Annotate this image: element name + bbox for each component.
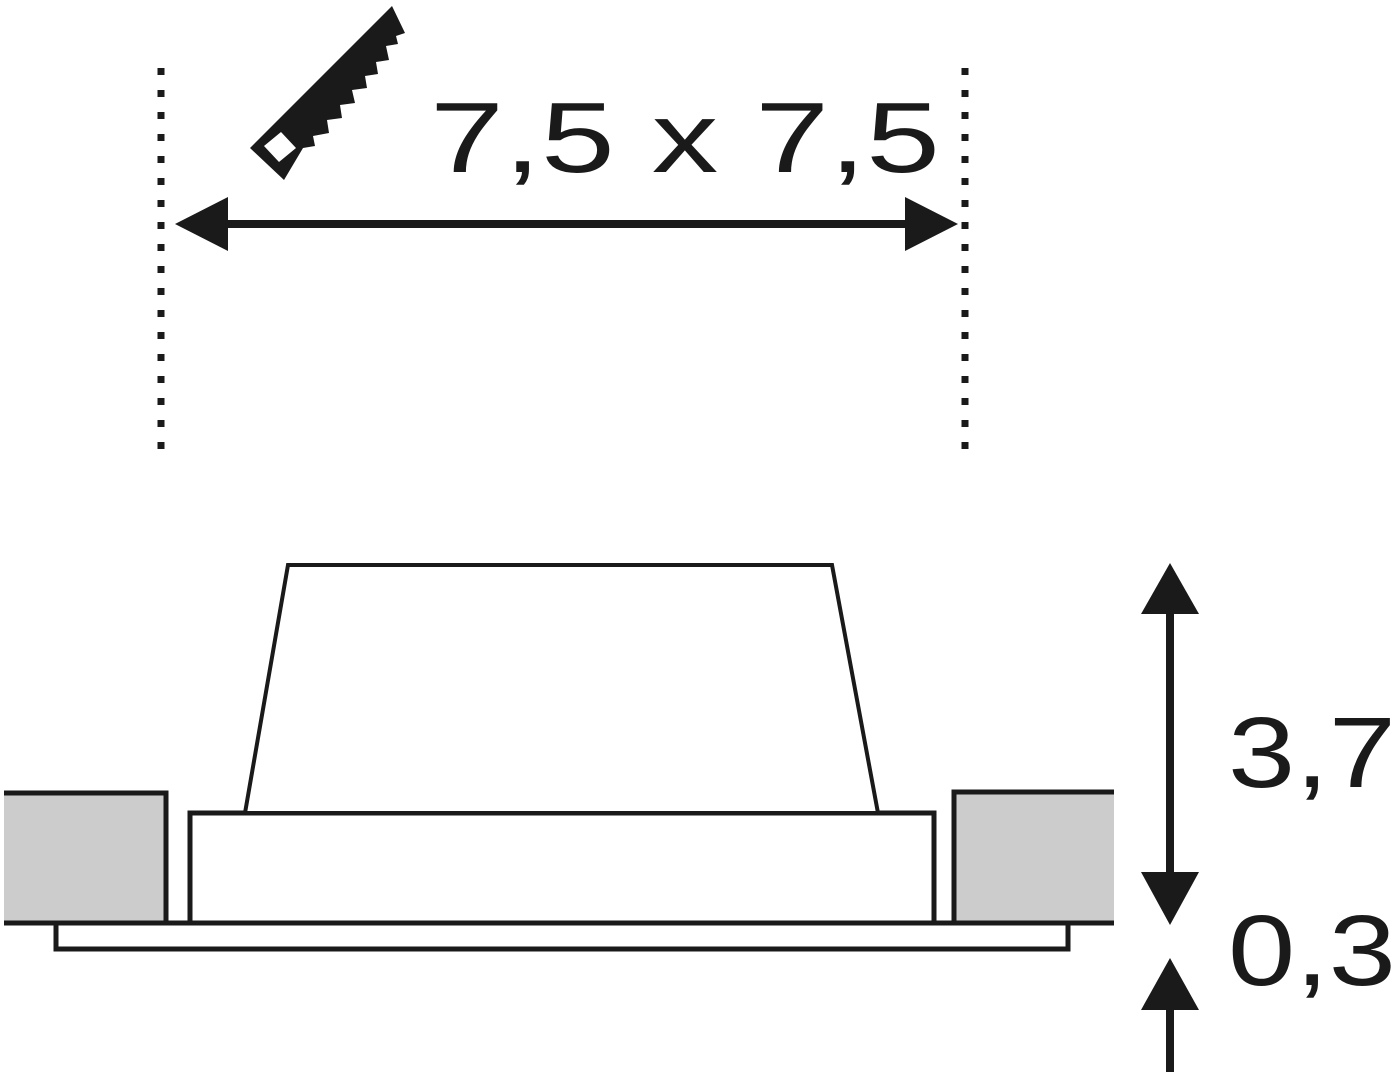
height-dimension-label: 3,7 [1228, 697, 1396, 809]
height-dimension-arrow [1141, 563, 1199, 925]
saw-icon [250, 6, 405, 180]
width-dimension-arrow [175, 197, 958, 251]
cutout-dimension-label: 7,5 x 7,5 [430, 82, 940, 194]
flange-plate [53, 920, 1071, 952]
ceiling-right [951, 789, 1114, 926]
ceiling-left [4, 790, 169, 926]
flange-dimension-arrow [1141, 958, 1199, 1072]
housing-top [242, 563, 881, 815]
flange-dimension-label: 0,3 [1228, 895, 1396, 1007]
housing-base [187, 810, 937, 926]
